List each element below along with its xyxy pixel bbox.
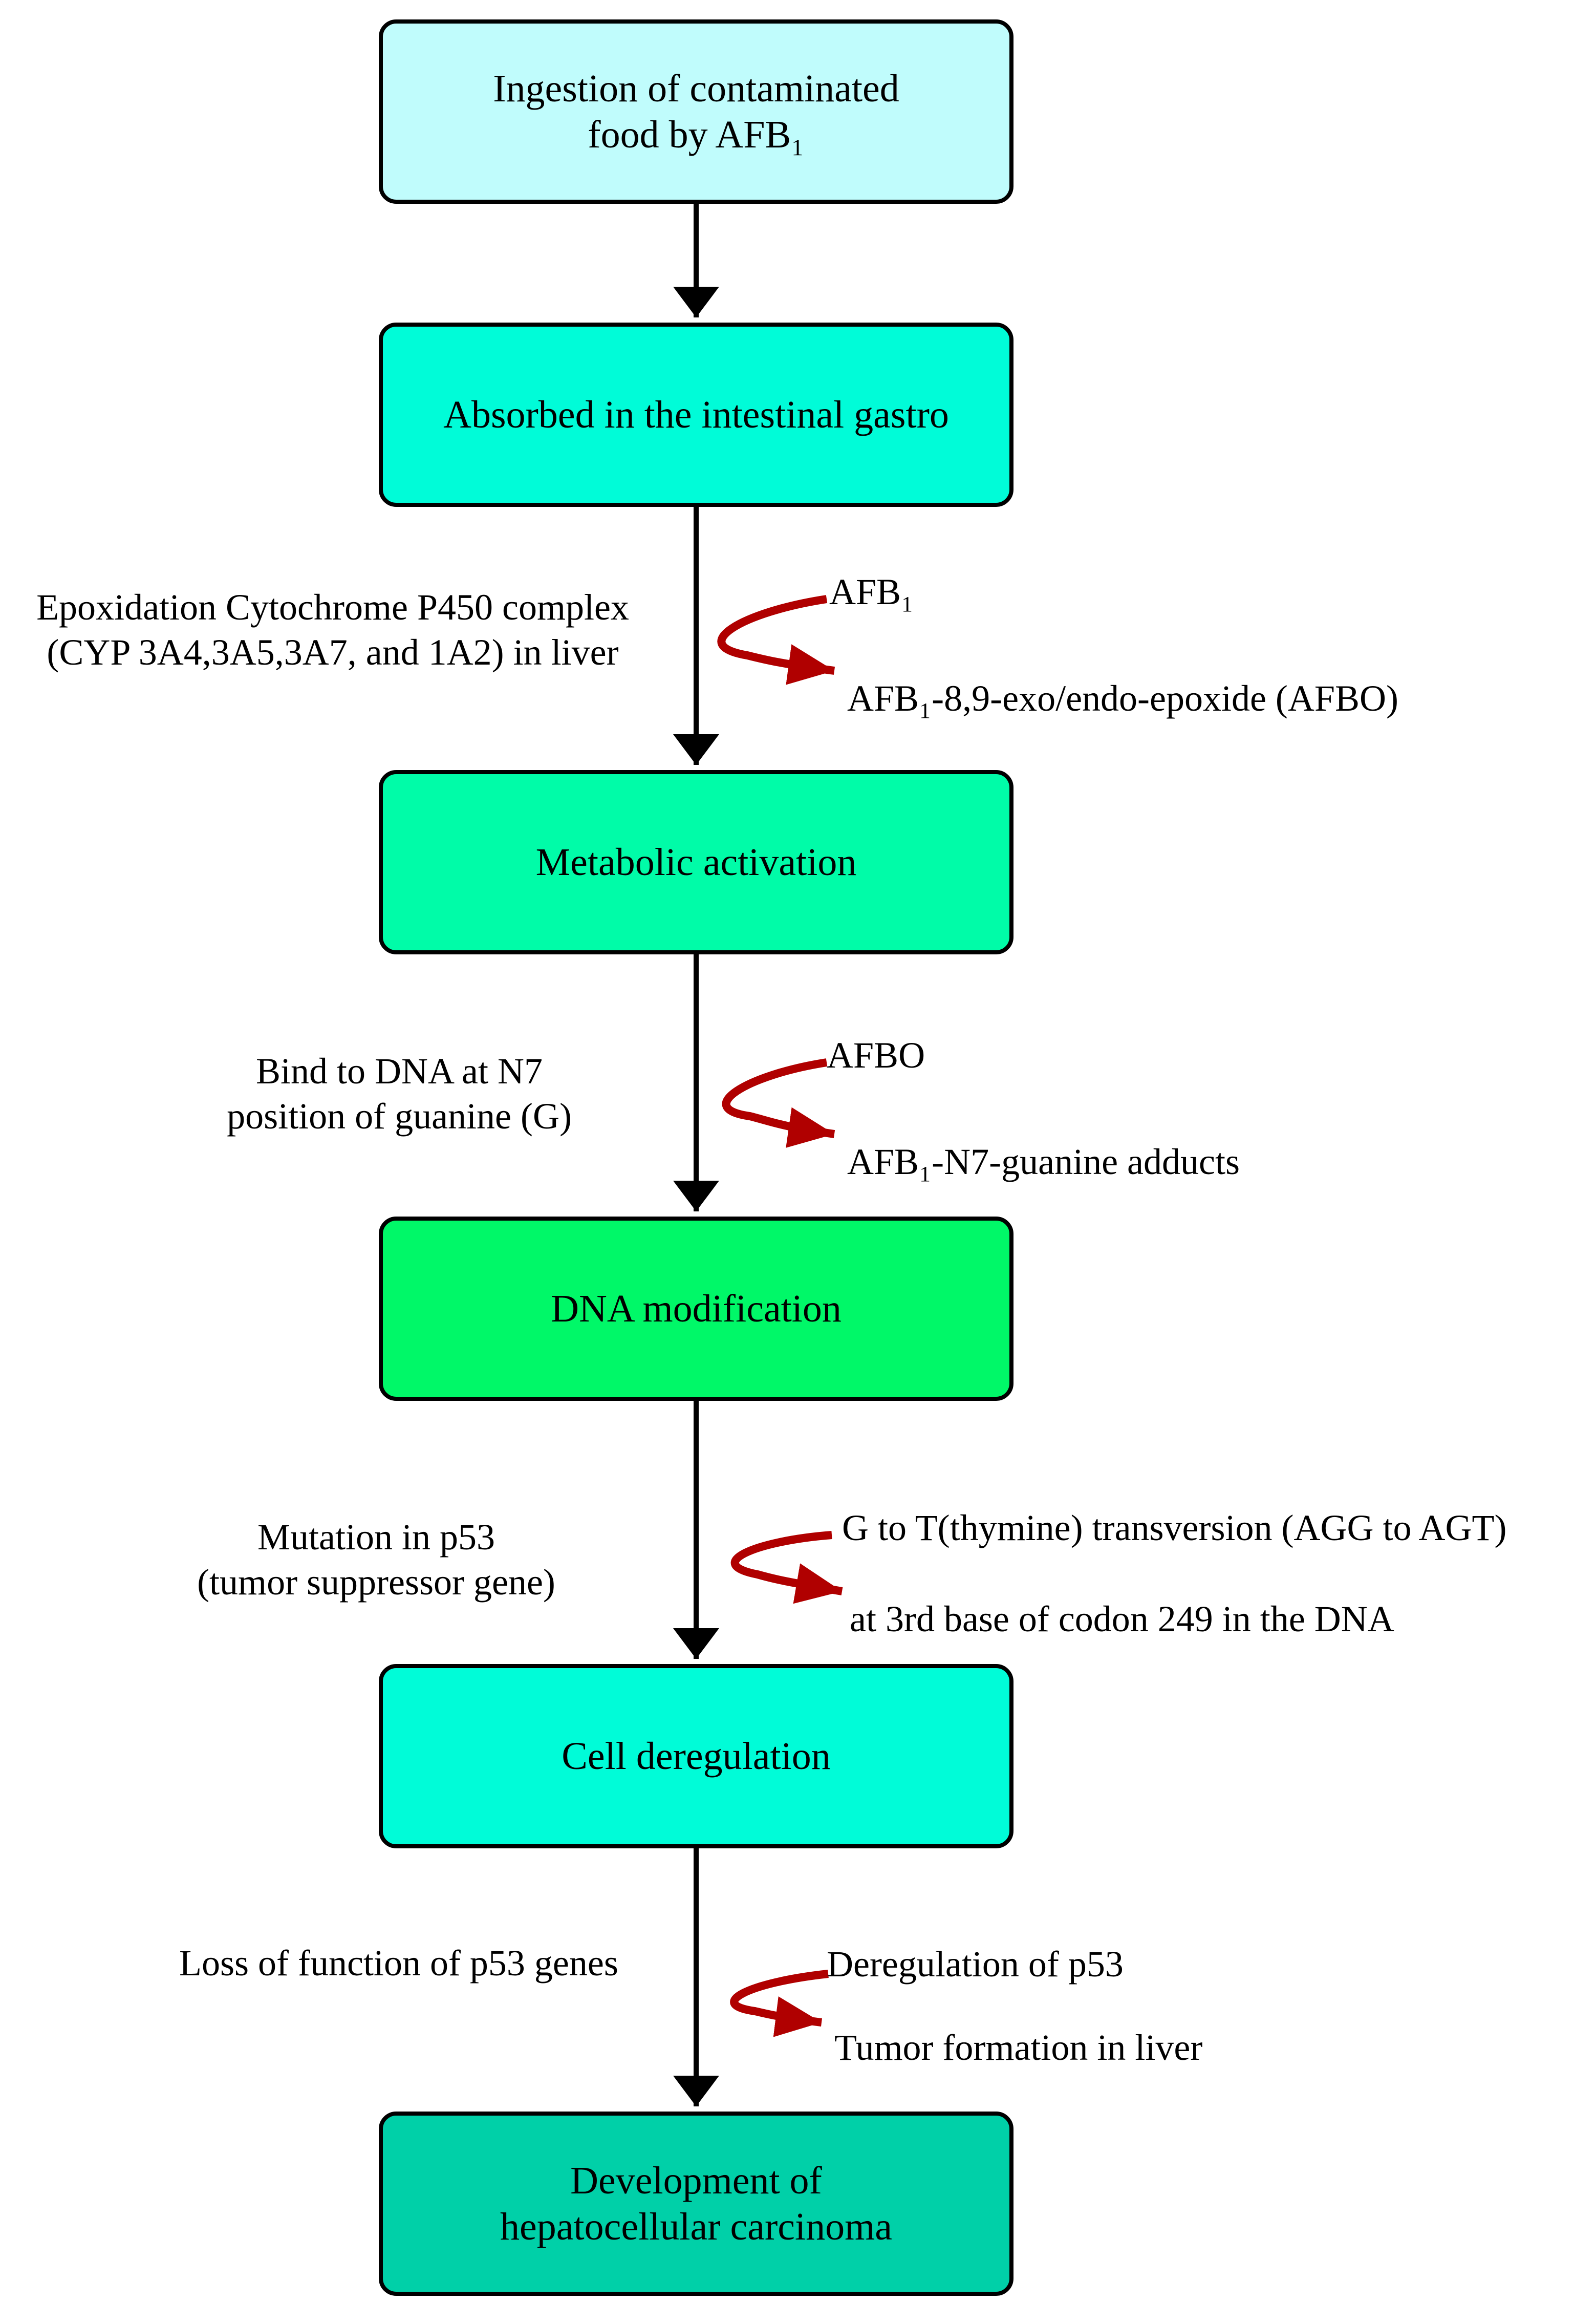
step-absorption-label: Absorbed in the intestinal gastro <box>443 393 949 436</box>
condition-dna-binding-line-2: position of guanine (G) <box>227 1096 572 1137</box>
reactant-afb1: AFB₁ <box>829 571 914 612</box>
condition-epoxidation: Epoxidation Cytochrome P450 complex (CYP… <box>0 585 665 675</box>
step-ingestion-box: Ingestion of contaminated food by AFB₁ <box>379 19 1013 204</box>
step-ingestion-line-1: Ingestion of contaminated <box>493 67 899 110</box>
step-metabolic-activation-box: Metabolic activation <box>379 770 1013 954</box>
step-metabolic-activation-label: Metabolic activation <box>535 841 857 884</box>
step-cell-deregulation-label: Cell deregulation <box>562 1735 831 1778</box>
reaction-arrow-2 <box>722 1058 835 1148</box>
condition-dna-binding: Bind to DNA at N7 position of guanine (G… <box>195 1049 604 1139</box>
condition-p53-mutation-line-2: (tumor suppressor gene) <box>197 1562 555 1603</box>
step-ingestion-line-2: food by AFB₁ <box>588 113 805 156</box>
product-afbo: AFB₁-8,9-exo/endo-epoxide (AFBO) <box>847 678 1398 719</box>
product-tumor-formation: Tumor formation in liver <box>834 2027 1203 2068</box>
step-cell-deregulation-box: Cell deregulation <box>379 1664 1013 1848</box>
step-dna-modification-box: DNA modification <box>379 1217 1013 1401</box>
step-hcc-development-box: Development of hepatocellular carcinoma <box>379 2112 1013 2296</box>
reactant-afbo: AFBO <box>827 1035 925 1076</box>
reaction-arrow-4 <box>730 1970 829 2037</box>
condition-epoxidation-line-2: (CYP 3A4,3A5,3A7, and 1A2) in liver <box>47 632 619 673</box>
product-codon-249: at 3rd base of codon 249 in the DNA <box>850 1598 1394 1639</box>
step-hcc-development-line-1: Development of <box>570 2159 822 2202</box>
step-dna-modification-label: DNA modification <box>551 1287 842 1330</box>
reactant-transversion: G to T(thymine) transversion (AGG to AGT… <box>842 1507 1507 1548</box>
step-hcc-development-line-2: hepatocellular carcinoma <box>500 2205 892 2248</box>
condition-p53-mutation: Mutation in p53 (tumor suppressor gene) <box>164 1515 589 1605</box>
product-guanine-adducts: AFB₁-N7-guanine adducts <box>847 1141 1240 1182</box>
reactant-p53-deregulation: Deregulation of p53 <box>827 1944 1124 1985</box>
condition-p53-loss: Loss of function of p53 genes <box>179 1943 618 1984</box>
step-absorption-box: Absorbed in the intestinal gastro <box>379 323 1013 507</box>
reaction-arrow-1 <box>717 595 835 685</box>
condition-p53-mutation-line-1: Mutation in p53 <box>257 1517 495 1558</box>
reaction-arrow-3 <box>730 1531 843 1604</box>
condition-dna-binding-line-1: Bind to DNA at N7 <box>255 1051 543 1092</box>
condition-epoxidation-line-1: Epoxidation Cytochrome P450 complex <box>36 587 629 628</box>
